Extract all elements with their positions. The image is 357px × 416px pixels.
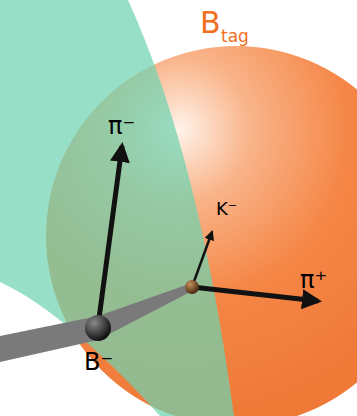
- particle-label: π⁻: [108, 114, 135, 138]
- tag-subscript: tag: [221, 28, 249, 45]
- particle-label: B⁻: [84, 350, 113, 374]
- signal-region: [0, 0, 234, 416]
- kaon-arrow: [192, 232, 212, 287]
- particle-label: π⁺: [300, 268, 327, 292]
- decay-vertex: [185, 280, 199, 294]
- b-vertex: [85, 315, 111, 341]
- pion-minus-arrow: [98, 146, 122, 326]
- tag-title: B: [200, 8, 221, 38]
- pion-plus-arrow: [192, 287, 318, 301]
- particle-label: K⁻: [216, 200, 237, 218]
